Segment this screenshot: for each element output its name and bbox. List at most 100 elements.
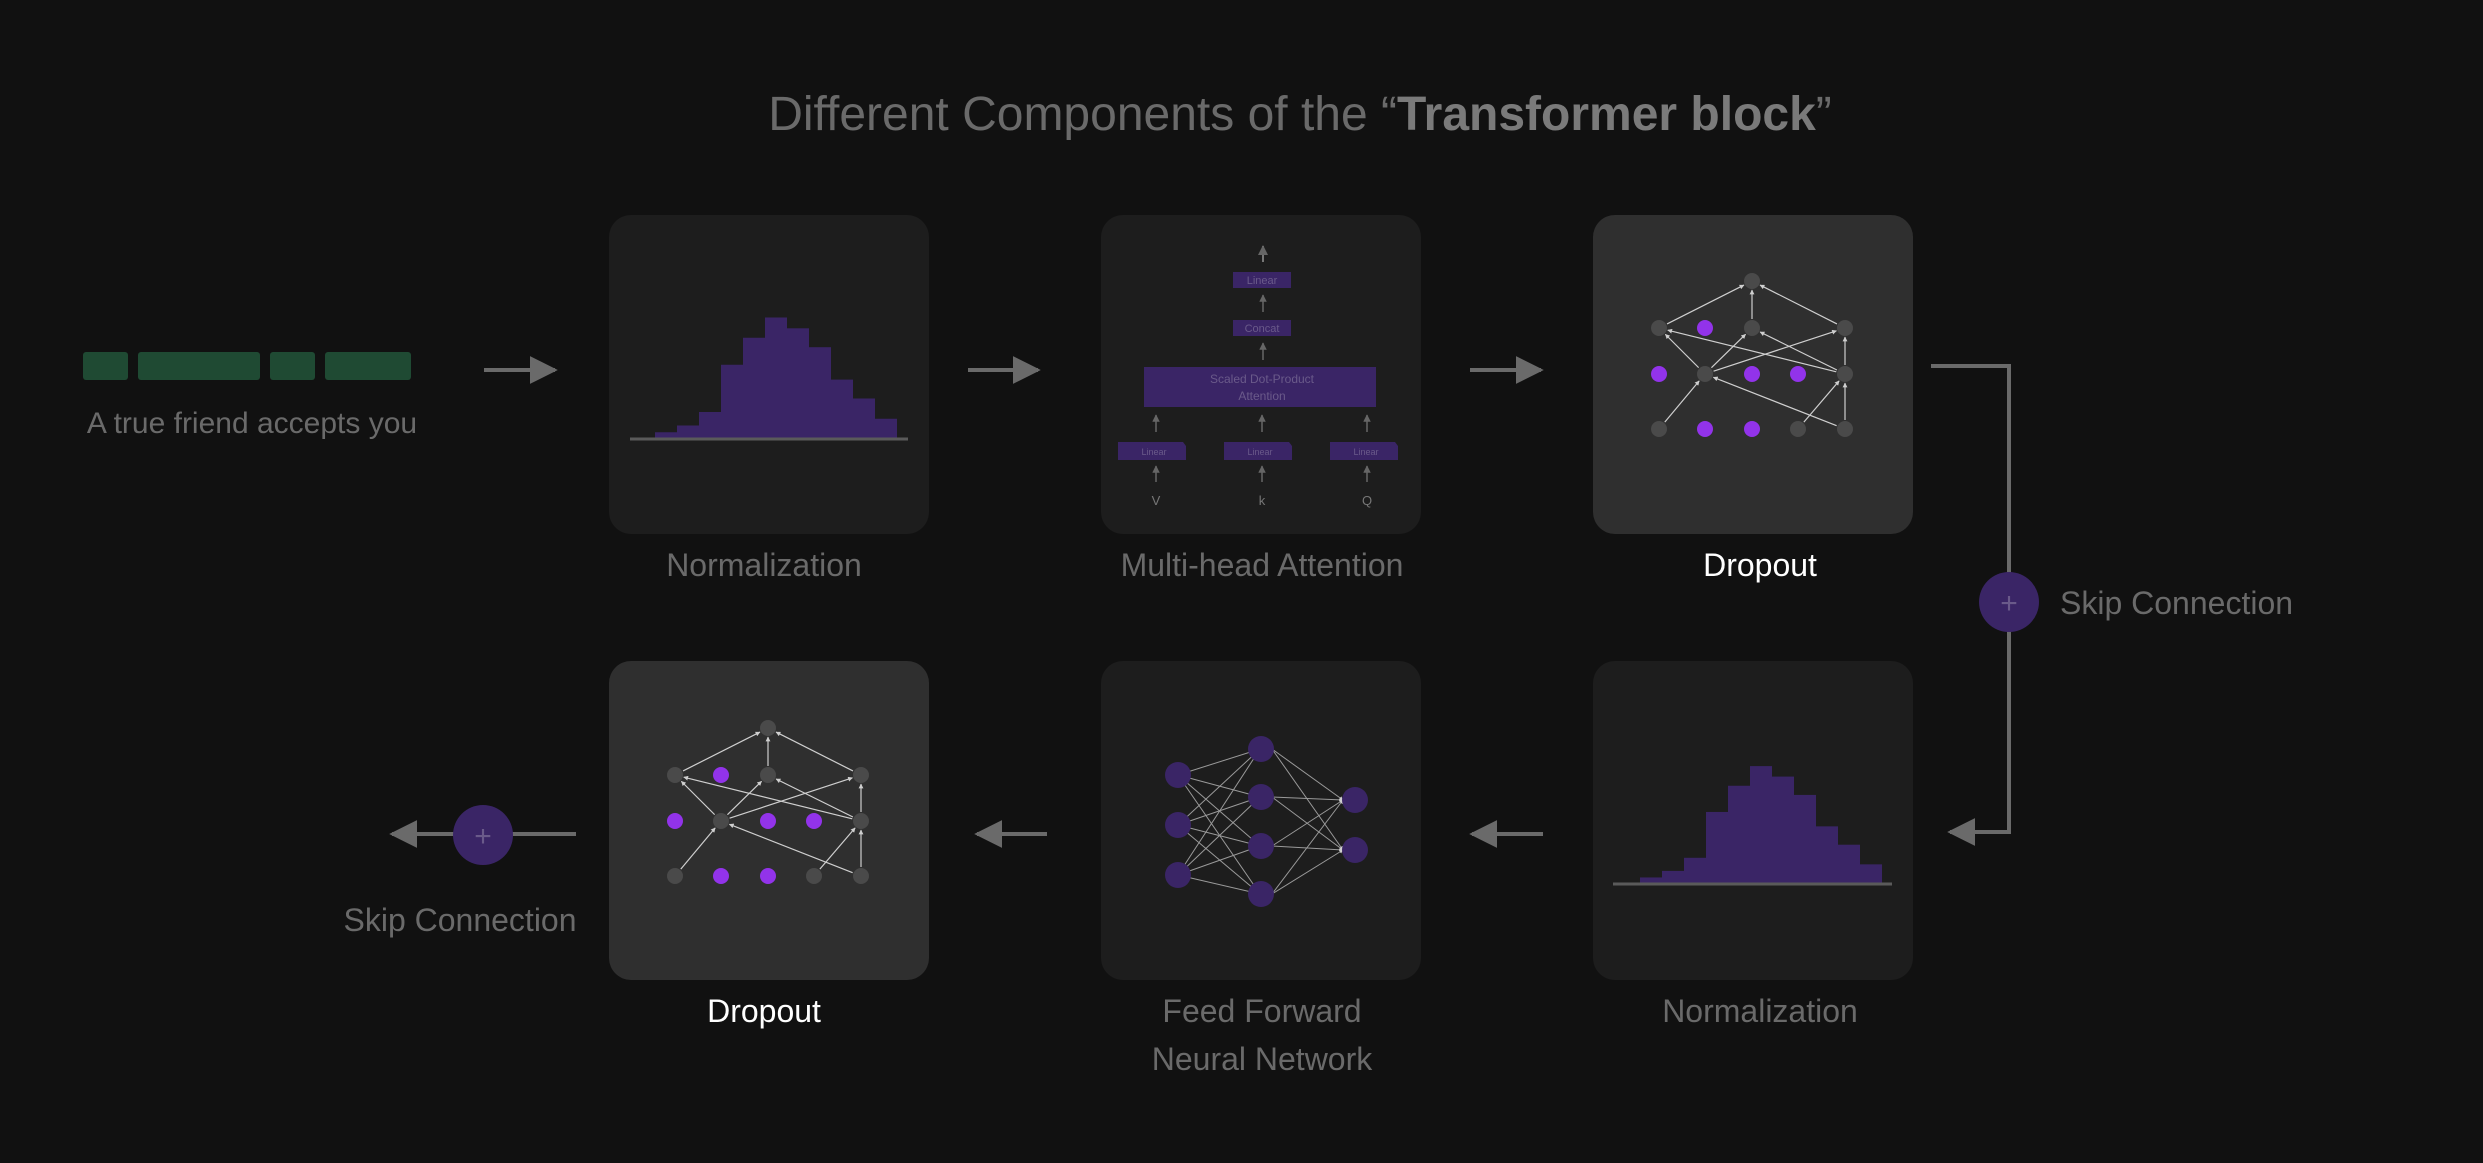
histogram	[655, 317, 897, 439]
dropout-edge	[683, 775, 853, 820]
token	[83, 352, 128, 380]
ffn-node	[1248, 784, 1274, 810]
input-v-label: V	[1152, 493, 1161, 508]
histogram-bar	[1772, 776, 1794, 884]
dropout-edge	[1666, 284, 1745, 325]
histogram-bar	[1662, 870, 1684, 884]
dropout-edge	[1759, 331, 1838, 371]
dropout-label-bottom: Dropout	[707, 993, 821, 1029]
dropout-edge	[1667, 328, 1837, 373]
dropout-active-node	[1790, 366, 1806, 382]
linear-q-text: Linear	[1353, 447, 1378, 457]
sdpa-text-line1: Scaled Dot-Product	[1210, 372, 1315, 386]
dropout-dropped-node	[667, 868, 683, 884]
histogram-bar	[809, 347, 831, 439]
histogram-bar	[743, 337, 765, 439]
ffn-node	[1342, 787, 1368, 813]
dropout-dropped-node	[853, 767, 869, 783]
input-sentence: A true friend accepts you	[87, 407, 417, 440]
histogram-bar	[1684, 857, 1706, 884]
ffn-edges	[1177, 748, 1344, 896]
normalization-label-top: Normalization	[666, 547, 862, 583]
histogram-bar	[1860, 864, 1882, 884]
dropout-active-node	[760, 813, 776, 829]
dropout-dropped-node	[1744, 320, 1760, 336]
linear-top-text: Linear	[1247, 275, 1278, 287]
dropout-dropped-node	[1697, 366, 1713, 382]
histogram-bar	[853, 398, 875, 439]
histogram-bar	[1838, 844, 1860, 884]
dropout-dropped-node	[667, 767, 683, 783]
linear-k-text: Linear	[1247, 447, 1272, 457]
histogram-bar	[1816, 826, 1838, 884]
plus-icon: +	[474, 820, 492, 853]
dropout-edge	[728, 823, 853, 874]
concat-box	[1233, 320, 1291, 336]
dropout-label-top: Dropout	[1703, 547, 1817, 583]
dropout-edge	[1713, 329, 1837, 372]
ffn-node	[1248, 881, 1274, 907]
linear-top-box	[1233, 272, 1291, 288]
multi-head-attention-card: Linear Concat Scaled Dot-Product Attenti…	[1101, 215, 1421, 534]
dropout-active-node	[1697, 320, 1713, 336]
dropout-edge	[680, 827, 716, 870]
skip-connection-label-left: Skip Connection	[343, 902, 576, 938]
plus-icon: +	[2000, 587, 2018, 620]
normalization-card-bottom	[1593, 661, 1913, 980]
histogram-bar	[875, 418, 897, 439]
dropout-active-node	[713, 767, 729, 783]
dropout-dropped-node	[806, 868, 822, 884]
dropout-edge	[1759, 284, 1838, 325]
dropout-edge	[680, 780, 716, 816]
feed-forward-label-line2: Neural Network	[1152, 1041, 1374, 1077]
histogram-bar	[1750, 766, 1772, 884]
input-tokens	[83, 352, 411, 380]
input-q-label: Q	[1362, 493, 1372, 508]
dropout-edge	[775, 778, 854, 818]
dropout-active-node	[713, 868, 729, 884]
dropout-dropped-node	[713, 813, 729, 829]
histogram-bar	[677, 425, 699, 439]
dropout-edge	[819, 827, 856, 870]
multi-head-attention-label: Multi-head Attention	[1121, 547, 1404, 583]
histogram-bar	[1794, 794, 1816, 884]
dropout-active-node	[806, 813, 822, 829]
dropout-active-node	[1744, 366, 1760, 382]
linear-k-box	[1224, 442, 1292, 460]
dropout-edge	[1664, 380, 1700, 423]
skip-plus-circle	[453, 805, 513, 865]
dropout-dropped-node	[1837, 366, 1853, 382]
dropout-edge	[1712, 376, 1837, 427]
dropout-dropped-node	[853, 813, 869, 829]
linear-v-text: Linear	[1141, 447, 1166, 457]
dropout-active-node	[1697, 421, 1713, 437]
sdpa-box	[1144, 367, 1376, 407]
histogram	[1640, 766, 1882, 884]
dropout-dropped-node	[853, 868, 869, 884]
token	[138, 352, 260, 380]
ffn-node	[1165, 862, 1191, 888]
normalization-card-top	[609, 215, 929, 534]
token	[270, 352, 315, 380]
dropout-card-bottom	[609, 661, 929, 980]
token	[325, 352, 411, 380]
dropout-edge	[1803, 380, 1840, 423]
histogram-bar	[1640, 877, 1662, 884]
dropout-dropped-node	[1651, 320, 1667, 336]
diagram-title: Different Components of the “Transformer…	[768, 88, 1832, 141]
dropout-dropped-node	[760, 767, 776, 783]
histogram-bar	[765, 317, 787, 439]
concat-text: Concat	[1245, 323, 1280, 335]
ffn-node	[1165, 762, 1191, 788]
ffn-node	[1248, 736, 1274, 762]
histogram-bar	[721, 364, 743, 439]
skip-plus-circle	[1979, 572, 2039, 632]
feed-forward-label-line1: Feed Forward	[1162, 993, 1361, 1029]
dropout-card-top	[1593, 215, 1913, 534]
normalization-label-bottom: Normalization	[1662, 993, 1858, 1029]
dropout-edge	[1664, 333, 1700, 369]
dropout-dropped-node	[1837, 421, 1853, 437]
linear-v-box	[1118, 442, 1186, 460]
dropout-edge	[775, 731, 854, 772]
